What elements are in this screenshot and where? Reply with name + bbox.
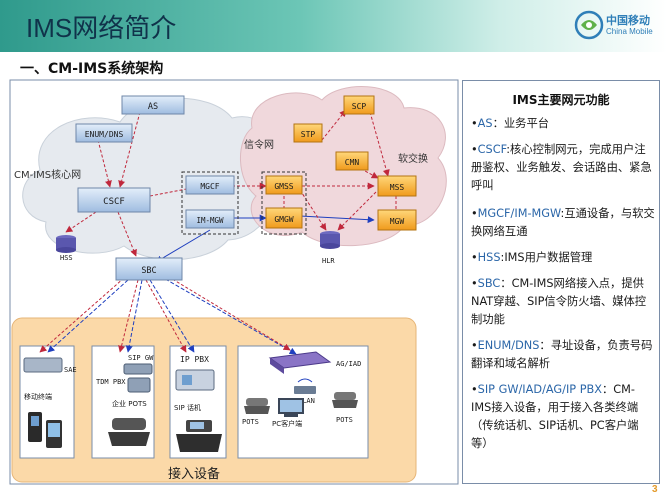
- node-immgw: IM-MGW: [185, 209, 235, 229]
- label-pc-client: PC客户端: [272, 419, 302, 428]
- node-stp: STP: [293, 123, 323, 143]
- mgcf-group-frame: [181, 171, 239, 235]
- function-item-as: •AS：业务平台: [471, 117, 550, 130]
- node-scp: SCP: [343, 95, 375, 115]
- label-softswitch: 软交换: [398, 152, 428, 165]
- function-item-enum: •ENUM/DNS：寻址设备，负责号码翻译和域名解析: [471, 339, 653, 370]
- label-pots-right: POTS: [336, 416, 353, 424]
- ip-pbx-icon: [175, 369, 215, 391]
- function-panel-title: IMS主要网元功能: [512, 93, 610, 107]
- node-cscf: CSCF: [77, 187, 151, 213]
- node-gmgw: GMGW: [265, 207, 303, 229]
- sip-phone-icon: [176, 420, 222, 452]
- label-pots-left: POTS: [242, 418, 259, 426]
- node-mgw: MGW: [377, 209, 417, 231]
- label-sip-gw: SIP GW: [128, 354, 154, 362]
- svg-text:HSS: HSS: [60, 254, 73, 262]
- svg-text:SBC: SBC: [141, 266, 156, 276]
- pc-client-icon: [278, 398, 304, 417]
- node-sbc: SBC: [115, 257, 183, 281]
- node-hss: HSS: [56, 235, 76, 262]
- svg-text:STP: STP: [301, 130, 316, 139]
- header-bar: [0, 0, 667, 52]
- section-title: 一、CM-IMS系统架构: [20, 61, 164, 77]
- node-mgcf: MGCF: [185, 175, 235, 195]
- wlan-router-icon: [294, 378, 316, 394]
- function-item-cscf: •CSCF:核心控制网元，完成用户注册鉴权、业务触发、会话路由、紧急呼叫: [471, 143, 652, 192]
- svg-text:CSCF: CSCF: [103, 197, 125, 207]
- function-item-mgcf: •MGCF/IM-MGW:互通设备，与软交换网络互通: [471, 207, 655, 238]
- gmss-group-frame: [261, 171, 307, 235]
- logo-text-cn: 中国移动: [606, 14, 650, 27]
- page-number: 3: [652, 484, 658, 495]
- function-item-hss: •HSS:IMS用户数据管理: [471, 251, 593, 264]
- label-wlan: WLAN: [298, 397, 315, 405]
- tdm-pbx-icon: [127, 377, 151, 393]
- svg-text:CMN: CMN: [345, 158, 360, 167]
- label-mobile: 移动终端: [24, 392, 52, 401]
- label-tdm-pbx: TDM PBX: [96, 378, 126, 386]
- label-enterprise-pots: 企业 POTS: [112, 399, 147, 408]
- node-hlr: HLR: [320, 231, 340, 265]
- svg-text:SCP: SCP: [352, 102, 367, 111]
- svg-text:GMGW: GMGW: [274, 215, 293, 224]
- label-sip-phone: SIP 话机: [174, 403, 201, 412]
- node-gmss: GMSS: [265, 175, 303, 195]
- logo-text-en: China Mobile: [606, 27, 653, 36]
- pots-phone-left-icon: [244, 398, 270, 414]
- node-mss: MSS: [377, 175, 417, 197]
- links: [39, 109, 397, 355]
- device-sae: SAE: [23, 357, 77, 374]
- desk-phone-icon: [108, 418, 150, 446]
- mobile-phone-icon: [28, 412, 62, 448]
- ag-iad-icon: [268, 351, 332, 374]
- label-access-devices: 接入设备: [168, 466, 220, 482]
- sip-gateway-icon: [123, 363, 153, 375]
- function-panel: IMS主要网元功能 •AS：业务平台 •CSCF:核心控制网元，完成用户注册鉴权…: [462, 80, 660, 484]
- node-cmn: CMN: [335, 151, 369, 171]
- svg-text:ENUM/DNS: ENUM/DNS: [85, 130, 124, 139]
- svg-text:AS: AS: [148, 102, 158, 112]
- label-signaling: 信令网: [244, 138, 274, 151]
- svg-text:MGW: MGW: [390, 217, 405, 226]
- node-as: AS: [121, 95, 185, 115]
- function-item-sbc: •SBC：CM-IMS网络接入点，提供NAT穿越、SIP信令防火墙、媒体控制功能: [471, 277, 647, 326]
- svg-text:SAE: SAE: [64, 366, 77, 374]
- svg-text:MSS: MSS: [390, 183, 405, 192]
- label-ip-pbx: IP PBX: [180, 355, 209, 364]
- pots-phone-right-icon: [332, 392, 358, 408]
- svg-text:HLR: HLR: [322, 257, 335, 265]
- page-title: IMS网络简介: [26, 13, 177, 43]
- node-enum: ENUM/DNS: [75, 123, 133, 143]
- china-mobile-logo-icon: [574, 10, 604, 40]
- svg-text:IM-MGW: IM-MGW: [196, 216, 224, 225]
- label-core-network: CM-IMS核心网: [14, 168, 81, 181]
- function-item-access: •SIP GW/IAD/AG/IP PBX：CM-IMS接入设备，用于接入各类终…: [471, 383, 639, 450]
- svg-text:GMSS: GMSS: [274, 182, 293, 191]
- svg-text:MGCF: MGCF: [200, 182, 219, 191]
- label-ag-iad: AG/IAD: [336, 360, 361, 368]
